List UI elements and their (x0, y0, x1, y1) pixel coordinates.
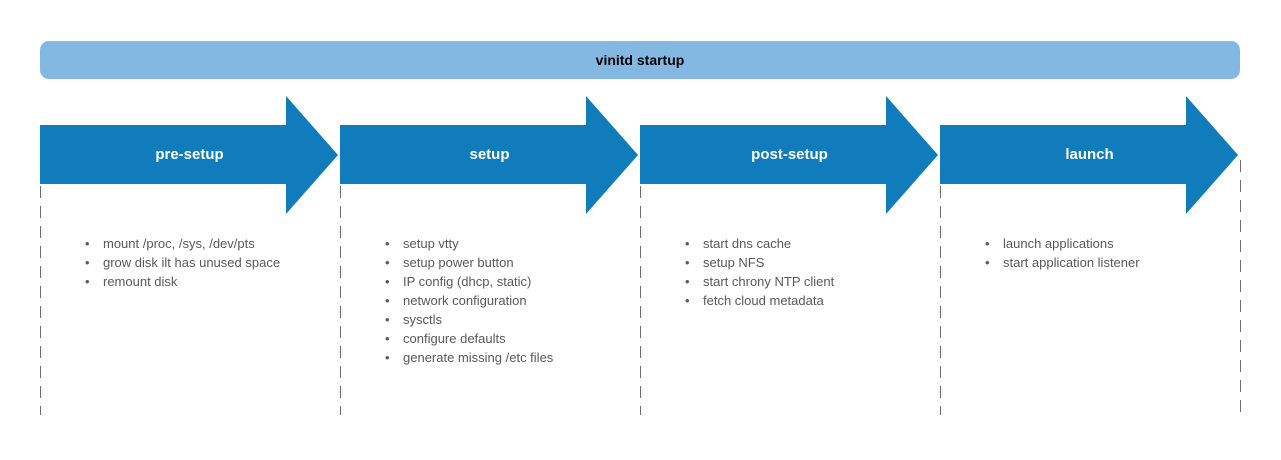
list-item: setup vtty (385, 234, 630, 253)
list-item: setup power button (385, 253, 630, 272)
phase-section: setup setup vttysetup power buttonIP con… (340, 0, 640, 460)
list-item: setup NFS (685, 253, 930, 272)
list-item: generate missing /etc files (385, 348, 630, 367)
phase-section: pre-setup mount /proc, /sys, /dev/ptsgro… (40, 0, 340, 460)
list-item: network configuration (385, 291, 630, 310)
section-divider (40, 186, 41, 415)
phase-arrow-shape (40, 96, 338, 214)
title-bar: vinitd startup (40, 41, 1240, 79)
phase-arrow-shape (640, 96, 938, 214)
list-item: fetch cloud metadata (685, 291, 930, 310)
list-item: mount /proc, /sys, /dev/pts (85, 234, 330, 253)
list-item: sysctls (385, 310, 630, 329)
list-item: start dns cache (685, 234, 930, 253)
list-item: remount disk (85, 272, 330, 291)
phase-items: launch applicationsstart application lis… (985, 234, 1230, 272)
list-item: launch applications (985, 234, 1230, 253)
list-item: IP config (dhcp, static) (385, 272, 630, 291)
list-item: start application listener (985, 253, 1230, 272)
diagram-title: vinitd startup (595, 52, 685, 68)
phase-section: post-setup start dns cachesetup NFSstart… (640, 0, 940, 460)
section-divider-end (1240, 160, 1241, 415)
phase-items: mount /proc, /sys, /dev/ptsgrow disk ilt… (85, 234, 330, 291)
list-item: configure defaults (385, 329, 630, 348)
phase-arrow-shape (940, 96, 1238, 214)
section-divider (940, 186, 941, 415)
phase-section: launch launch applicationsstart applicat… (940, 0, 1240, 460)
phase-arrow-shape (340, 96, 638, 214)
phase-items: setup vttysetup power buttonIP config (d… (385, 234, 630, 367)
list-item: grow disk ilt has unused space (85, 253, 330, 272)
section-divider (640, 186, 641, 415)
list-item: start chrony NTP client (685, 272, 930, 291)
section-divider (340, 186, 341, 415)
phase-items: start dns cachesetup NFSstart chrony NTP… (685, 234, 930, 310)
